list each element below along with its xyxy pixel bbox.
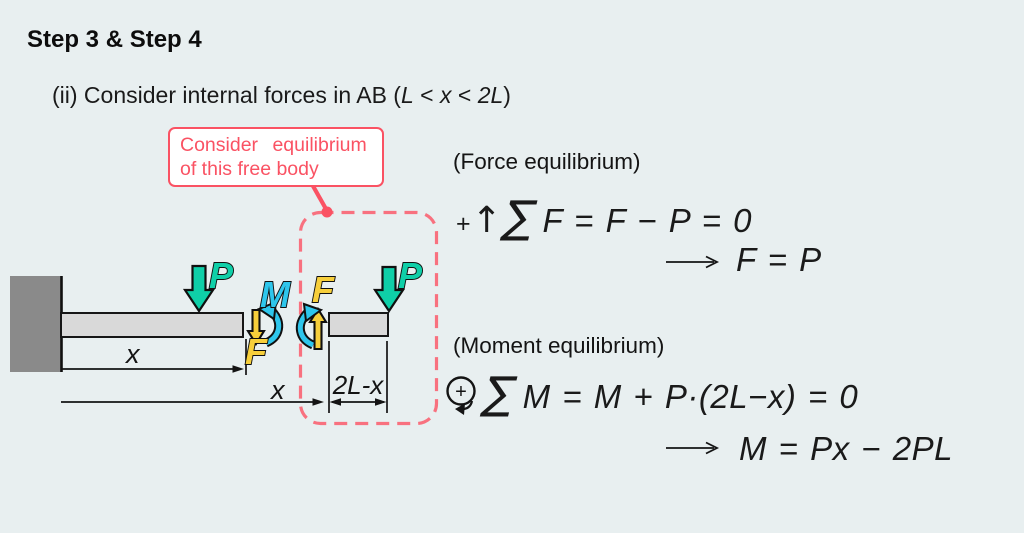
beam-segment-left <box>60 312 244 338</box>
dim-label-x-cut: x <box>126 339 140 369</box>
dim-x-cut-arrowhead <box>232 365 244 373</box>
force-sigma-symbol: ∑ <box>498 192 541 243</box>
shear-arrow-down <box>246 308 266 347</box>
dim-remainder-arrow-right <box>375 398 387 406</box>
force-equilibrium-label: (Force equilibrium) <box>453 149 641 174</box>
subtitle-prefix: (ii) Consider internal forces in AB ( <box>52 82 401 108</box>
subtitle-var-l: L <box>400 82 414 108</box>
subtitle: (ii) Consider internal forces in AB (L <… <box>52 82 511 109</box>
shear-label-right: F <box>311 269 335 310</box>
shear-arrow-up <box>308 306 328 351</box>
moment-arrowhead-left <box>256 300 278 321</box>
load-label-left: P <box>208 255 234 296</box>
moment-equilibrium-label: (Moment equilibrium) <box>453 333 665 358</box>
implies-arrow-moment <box>666 441 720 455</box>
force-sign-up-arrow-icon: ↑ <box>471 200 502 241</box>
implies-arrow-force <box>666 255 720 269</box>
moment-label: M <box>259 274 291 315</box>
moment-result: M = Px − 2PL <box>739 430 953 467</box>
force-sign-plus: + <box>456 210 471 238</box>
clockwise-positive-sign-icon: + <box>446 376 476 415</box>
moment-sign-plus: + <box>455 381 467 403</box>
dim-remainder-arrow-left <box>329 398 341 406</box>
callout-line-1: Consider equilibrium <box>180 134 367 156</box>
subtitle-var-x: x <box>439 82 452 108</box>
force-equation: + ↑ ∑ F = F − P = 0 <box>456 192 752 243</box>
load-label-right: P <box>397 255 423 296</box>
callout-box: Consider equilibrium of this free body <box>168 127 384 187</box>
dim-x-full-arrowhead <box>312 398 324 406</box>
moment-sigma-symbol: ∑ <box>478 368 522 419</box>
callout-pointer-dot <box>321 206 333 218</box>
free-body-dashed-box <box>298 210 439 426</box>
load-arrow-left <box>182 264 216 313</box>
subtitle-lt1: < <box>413 82 440 108</box>
page-title: Step 3 & Step 4 <box>27 26 202 53</box>
subtitle-var-2l: 2L <box>477 82 504 108</box>
subtitle-lt2: < <box>451 82 478 108</box>
force-equation-body: F = F − P = 0 <box>542 202 753 239</box>
beam-segment-free-body <box>328 312 389 337</box>
moment-equation: ∑ M = M + P·(2L−x) = 0 <box>478 368 859 419</box>
wall-support <box>10 276 61 372</box>
dim-label-remainder: 2L-x <box>332 370 384 400</box>
force-result: F = P <box>736 241 822 278</box>
callout-line-2: of this free body <box>180 157 319 180</box>
callout-pointer-line <box>311 184 328 211</box>
moment-equation-body: M = M + P·(2L−x) = 0 <box>522 378 859 415</box>
dim-label-x-full: x <box>271 375 285 405</box>
subtitle-suffix: ) <box>503 82 511 108</box>
shear-label-left: F <box>244 331 268 372</box>
load-arrow-right <box>372 265 406 313</box>
moment-arrowhead-right <box>302 302 324 323</box>
